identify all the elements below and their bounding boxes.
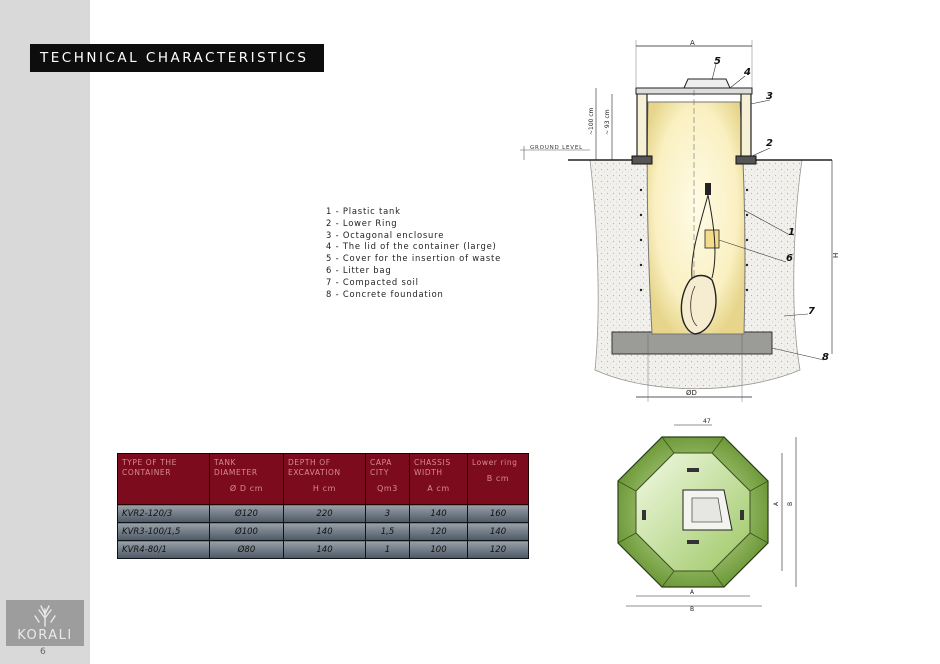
legend-item: 2 - Lower Ring [326, 217, 398, 228]
callout-8: 8 [822, 352, 829, 363]
table-cell: KVR3-100/1,5 [117, 522, 210, 541]
plan-dim-b: B [690, 606, 694, 613]
table-row: KVR2-120/3 Ø120 220 3 140 160 [117, 504, 529, 523]
table-cell: 220 [283, 504, 366, 523]
callout-2: 2 [766, 138, 773, 149]
table-row: KVR3-100/1,5 Ø100 140 1,5 120 140 [117, 522, 529, 541]
callout-1: 1 [788, 227, 795, 238]
table-header: TYPE OF THE CONTAINER [117, 453, 210, 505]
lower-ring [631, 155, 653, 165]
legend-item: 8 - Concrete foundation [326, 288, 444, 299]
title-bar: TECHNICAL CHARACTERISTICS [30, 44, 324, 72]
page-number: 6 [40, 647, 46, 657]
table-cell: 120 [409, 522, 468, 541]
legend-list: 1 - Plastic tank 2 - Lower Ring 3 - Octa… [326, 206, 501, 300]
table-cell: 140 [283, 540, 366, 559]
callout-3: 3 [766, 91, 773, 102]
legend-item: 5 - Cover for the insertion of waste [326, 253, 502, 264]
table-cell: 3 [365, 504, 410, 523]
callout-6: 6 [786, 253, 793, 264]
litter-bag [680, 274, 717, 335]
plan-dim-a: A [690, 589, 695, 596]
dim-93-label: ~ 93 cm [604, 109, 611, 135]
legend-item: 1 - Plastic tank [326, 206, 401, 216]
dim-h-label: H [832, 253, 840, 258]
korali-logo: KORALI [6, 600, 84, 646]
table-cell: 140 [467, 522, 529, 541]
table-cell: 140 [283, 522, 366, 541]
table-cell: 120 [467, 540, 529, 559]
legend-item: 7 - Compacted soil [326, 276, 419, 287]
dim-100-label: ~100 cm [588, 107, 595, 135]
table-cell: 1 [365, 540, 410, 559]
table-cell: 1,5 [365, 522, 410, 541]
legend-item: 3 - Octagonal enclosure [326, 229, 445, 240]
logo-text: KORALI [17, 628, 73, 643]
octagonal-enclosure [636, 91, 648, 163]
table-cell: 100 [409, 540, 468, 559]
plan-dim-b-side: B [787, 502, 794, 506]
legend-item: 6 - Litter bag [326, 264, 392, 275]
table-row: KVR4-80/1 Ø80 140 1 100 120 [117, 540, 529, 559]
table-cell: Ø100 [209, 522, 284, 541]
callout-4: 4 [743, 67, 751, 78]
ground-level-label: GROUND LEVEL [530, 145, 583, 151]
table-cell: 140 [409, 504, 468, 523]
page-title: TECHNICAL CHARACTERISTICS [40, 50, 309, 66]
table-cell: 160 [467, 504, 529, 523]
table-cell: KVR4-80/1 [117, 540, 210, 559]
plastic-tank [646, 101, 746, 335]
sidebar [0, 0, 90, 664]
tree-icon [34, 605, 56, 627]
plan-dim-a-side: A [773, 501, 780, 506]
dim-a-label: A [690, 39, 695, 47]
table-cell: Ø120 [209, 504, 284, 523]
table-cell: Ø80 [209, 540, 284, 559]
concrete-foundation [611, 331, 773, 355]
legend-item: 4 - The lid of the container (large) [326, 241, 497, 252]
plan-view: 47 A B A B [617, 418, 797, 613]
dim-d-label: ØD [686, 389, 697, 397]
litter-bag-tag [704, 229, 720, 249]
table-cell: KVR2-120/3 [117, 504, 210, 523]
plan-dim-47: 47 [703, 418, 711, 425]
insertion-cover [683, 78, 731, 89]
callout-5: 5 [714, 56, 721, 67]
callout-7: 7 [808, 306, 815, 317]
